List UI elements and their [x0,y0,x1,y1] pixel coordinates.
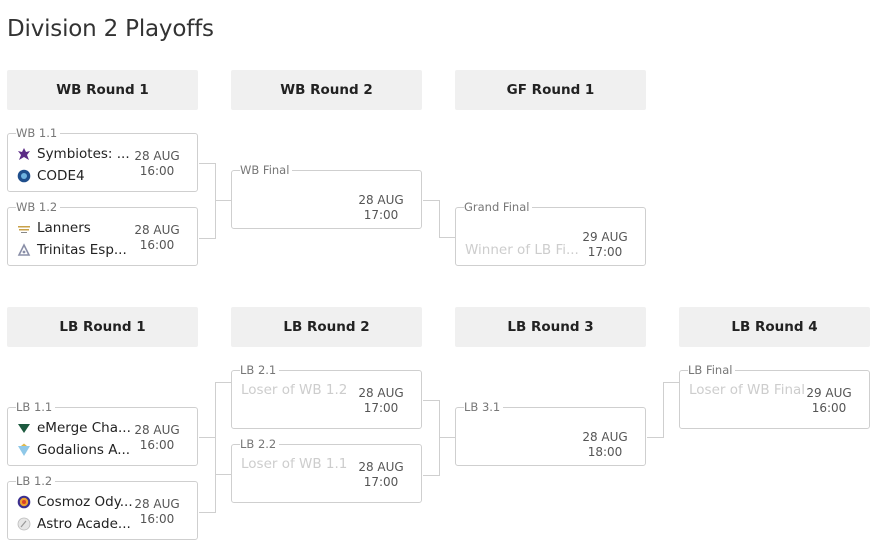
match-time: 16:00 [139,438,175,452]
match-datetime: 29 AUG 17:00 [580,230,630,260]
godalions-logo-icon [17,443,31,457]
match-lb-3-1[interactable]: LB 3.1 28 AUG 18:00 [455,400,646,466]
team-name: Symbiotes: ... [37,146,130,162]
team-placeholder: Loser of WB Final [689,382,806,398]
match-lb-2-1[interactable]: LB 2.1 Loser of WB 1.2 28 AUG 17:00 [231,363,422,429]
match-wb-1-2[interactable]: WB 1.2 Lanners Trinitas Esp... 28 AUG 16… [7,200,198,266]
trinitas-logo-icon [17,243,31,257]
connector-lb21-in [215,382,231,383]
team-row[interactable]: Astro Acade... [17,514,131,534]
team-placeholder: Loser of WB 1.2 [241,382,348,398]
match-label: WB 1.1 [16,126,61,140]
match-date: 29 AUG [582,230,628,244]
cosmoz-logo-icon [17,495,31,509]
round-header-lb4: LB Round 4 [679,307,870,347]
connector-lb1 [199,437,216,513]
match-label: LB Final [688,363,736,377]
team-name: Astro Acade... [37,516,131,532]
match-label: WB 1.2 [16,200,61,214]
match-lb-1-2[interactable]: LB 1.2 Cosmoz Ody... Astro Acade... 28 A… [7,474,198,540]
team-row[interactable]: Symbiotes: ... [17,144,130,164]
round-header-wb2: WB Round 2 [231,70,422,110]
match-datetime: 28 AUG 17:00 [356,386,406,416]
match-time: 17:00 [363,475,399,489]
match-datetime: 28 AUG 16:00 [132,223,182,253]
match-label: LB 3.1 [464,400,504,414]
match-time: 17:00 [363,401,399,415]
team-name: Trinitas Esp... [37,242,127,258]
round-header-lb2: LB Round 2 [231,307,422,347]
match-label: WB Final [240,163,293,177]
team-row[interactable]: Trinitas Esp... [17,240,127,260]
team-name: CODE4 [37,168,85,184]
symbiotes-logo-icon [17,147,31,161]
match-date: 28 AUG [358,460,404,474]
connector-lb1-out [215,474,231,475]
team-row[interactable]: CODE4 [17,166,85,186]
team-row[interactable]: Lanners [17,218,91,238]
connector-lb2-out [439,437,455,438]
connector-lb2 [423,400,440,476]
connector-lb3-out [663,382,680,401]
connector-lb21-stub [215,382,216,437]
connector-wb1-out [215,200,231,201]
match-lb-2-2[interactable]: LB 2.2 Loser of WB 1.1 28 AUG 17:00 [231,437,422,503]
lanners-logo-icon [17,221,31,235]
match-label: Grand Final [464,200,533,214]
match-wb-final[interactable]: WB Final 28 AUG 17:00 [231,163,422,229]
round-header-lb1: LB Round 1 [7,307,198,347]
match-label: LB 2.2 [240,437,280,451]
team-name: Godalions A... [37,442,131,458]
match-datetime: 28 AUG 17:00 [356,193,406,223]
connector-wbf [423,200,440,238]
round-header-gf1: GF Round 1 [455,70,646,110]
match-date: 28 AUG [358,193,404,207]
match-time: 16:00 [139,238,175,252]
match-datetime: 28 AUG 17:00 [356,460,406,490]
match-date: 28 AUG [134,223,180,237]
match-datetime: 29 AUG 16:00 [804,386,854,416]
match-time: 16:00 [811,401,847,415]
match-datetime: 28 AUG 16:00 [132,423,182,453]
team-name: Cosmoz Ody... [37,494,133,510]
match-datetime: 28 AUG 16:00 [132,149,182,179]
match-label: LB 2.1 [240,363,280,377]
connector-wb1 [199,163,216,239]
match-label: LB 1.1 [16,400,56,414]
round-header-wb1: WB Round 1 [7,70,198,110]
match-date: 28 AUG [134,423,180,437]
match-date: 28 AUG [582,430,628,444]
match-date: 29 AUG [806,386,852,400]
match-time: 16:00 [139,512,175,526]
match-time: 17:00 [363,208,399,222]
match-wb-1-1[interactable]: WB 1.1 Symbiotes: ... CODE4 28 AUG 16:00 [7,126,198,192]
team-row[interactable]: Cosmoz Ody... [17,492,133,512]
match-time: 18:00 [587,445,623,459]
code4-logo-icon [17,169,31,183]
match-label: LB 1.2 [16,474,56,488]
team-placeholder: Winner of LB Fi... [465,242,579,258]
match-lb-final[interactable]: LB Final Loser of WB Final 29 AUG 16:00 [679,363,870,429]
match-lb-1-1[interactable]: LB 1.1 eMerge Cha... Godalions A... 28 A… [7,400,198,466]
team-row[interactable]: Godalions A... [17,440,130,460]
match-date: 28 AUG [358,386,404,400]
match-datetime: 28 AUG 16:00 [132,497,182,527]
match-datetime: 28 AUG 18:00 [580,430,630,460]
team-name: eMerge Cha... [37,420,131,436]
team-placeholder: Loser of WB 1.1 [241,456,348,472]
match-date: 28 AUG [134,149,180,163]
page-title: Division 2 Playoffs [7,16,214,42]
match-grand-final[interactable]: Grand Final Winner of LB Fi... 29 AUG 17… [455,200,646,266]
match-time: 17:00 [587,245,623,259]
connector-wbf-out [439,237,455,238]
team-name: Lanners [37,220,91,236]
emerge-logo-icon [17,421,31,435]
connector-lb3 [647,400,664,438]
round-header-lb3: LB Round 3 [455,307,646,347]
astro-logo-icon [17,517,31,531]
match-date: 28 AUG [134,497,180,511]
team-row[interactable]: eMerge Cha... [17,418,131,438]
match-time: 16:00 [139,164,175,178]
